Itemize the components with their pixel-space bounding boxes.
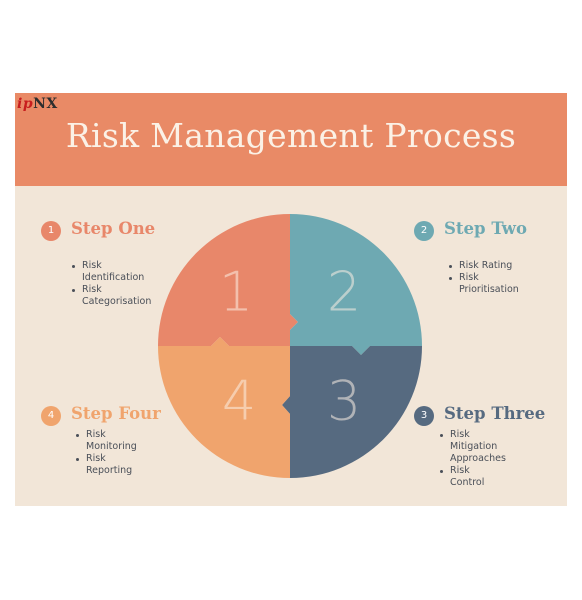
step-four-badge: 4	[41, 406, 61, 426]
list-item: Approaches	[450, 453, 506, 464]
process-wheel: 1 2 3 4	[158, 214, 422, 478]
header-banner: ipNX Risk Management Process	[15, 93, 567, 186]
ipnx-logo: ipNX	[17, 96, 58, 112]
list-item: Monitoring	[86, 441, 137, 452]
quadrant-step-four	[158, 337, 290, 478]
quadrant-number-2: 2	[327, 261, 361, 324]
step-three-list: Risk Mitigation Approaches Risk Control	[440, 429, 506, 489]
step-one-badge: 1	[41, 221, 61, 241]
infographic-card: ipNX Risk Management Process 1 2 3 4 1 S…	[15, 93, 567, 506]
quadrant-number-1: 1	[219, 261, 253, 324]
step-four-list: Risk Monitoring Risk Reporting	[76, 429, 137, 477]
list-item: Risk Control	[440, 465, 506, 489]
step-three-badge: 3	[414, 406, 434, 426]
list-item: Risk	[76, 429, 137, 441]
page-title: Risk Management Process	[65, 116, 517, 155]
logo-text-nx: NX	[33, 96, 58, 112]
list-item: Risk Prioritisation	[449, 272, 519, 296]
step-four-title: Step Four	[71, 404, 161, 423]
logo-text-ip: ip	[17, 96, 34, 112]
list-item: Risk Mitigation	[440, 429, 506, 453]
quadrant-step-two	[290, 214, 422, 355]
list-item: Risk Reporting	[76, 453, 137, 477]
list-item: Risk Identification	[72, 260, 151, 284]
list-item: Risk Rating	[449, 260, 519, 272]
list-item: Risk Categorisation	[72, 284, 151, 308]
quadrant-number-4: 4	[222, 370, 256, 433]
step-one-list: Risk Identification Risk Categorisation	[72, 260, 151, 308]
step-two-title: Step Two	[444, 219, 527, 238]
step-three-title: Step Three	[444, 404, 546, 423]
quadrant-number-3: 3	[327, 370, 361, 433]
step-two-list: Risk Rating Risk Prioritisation	[449, 260, 519, 296]
step-one-title: Step One	[71, 219, 156, 238]
quadrant-step-one	[158, 214, 298, 346]
step-two-badge: 2	[414, 221, 434, 241]
quadrant-step-three	[282, 346, 422, 478]
